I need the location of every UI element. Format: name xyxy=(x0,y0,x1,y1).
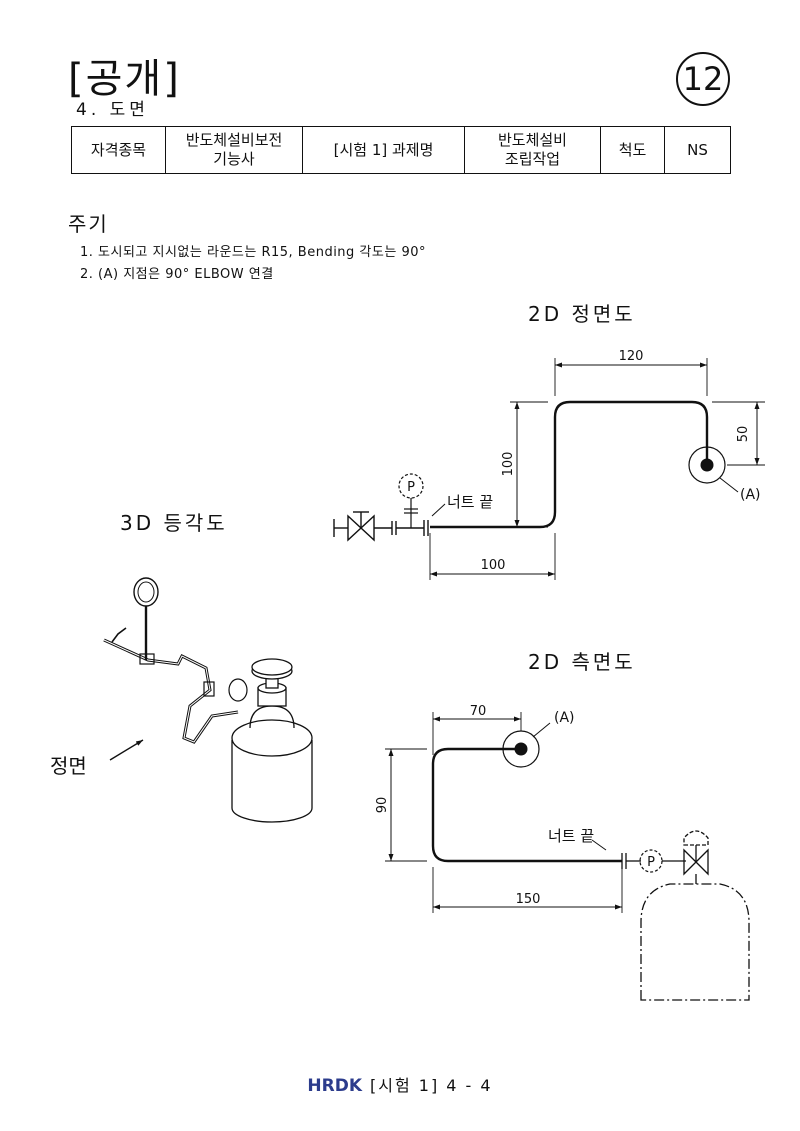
front-elbow-dot xyxy=(700,458,714,472)
side-nut-label: 너트 끝 xyxy=(548,827,594,845)
side-dim-left-label: 90 xyxy=(375,797,390,814)
info-cell-task-label: [시험 1] 과제명 xyxy=(302,126,465,174)
side-gauge-label: P xyxy=(647,855,655,870)
front-gauge-label: P xyxy=(407,480,415,495)
footer: HRDK [시험 1] 4 - 4 xyxy=(0,1072,800,1096)
section-heading: 4. 도면 xyxy=(76,100,149,120)
side-pipe xyxy=(431,747,622,863)
side-pressure-gauge-icon xyxy=(639,849,686,873)
document-title: [공개] xyxy=(68,56,181,102)
info-table-row: 자격종목 반도체설비보전 기능사 [시험 1] 과제명 반도체설비 조립작업 척… xyxy=(71,126,731,174)
side-leader-nut xyxy=(591,839,607,851)
front-dim-left-label: 100 xyxy=(501,452,516,477)
side-dim-bottom-label: 150 xyxy=(516,892,541,907)
side-view xyxy=(385,712,750,1001)
iso-valve-handle-icon xyxy=(111,627,127,643)
front-elbow-ring xyxy=(688,446,726,484)
front-dim-right-label: 50 xyxy=(736,426,751,443)
info-cell-qualification-label: 자격종목 xyxy=(71,126,166,174)
front-dim-bottom-label: 100 xyxy=(481,558,506,573)
front-pressure-gauge-icon xyxy=(398,473,424,528)
sheet-number-badge: 12 xyxy=(676,52,730,106)
iso-view xyxy=(103,577,313,823)
info-cell-qualification-value: 반도체설비보전 기능사 xyxy=(165,126,303,174)
front-valve-icon xyxy=(333,511,429,542)
side-dim-top-label: 70 xyxy=(470,704,487,719)
iso-view-title: 3D 등각도 xyxy=(120,511,228,535)
front-dim-top-label: 120 xyxy=(619,349,644,364)
iso-direction-label: 정면 xyxy=(50,754,87,778)
info-cell-scale-label: 척도 xyxy=(600,126,665,174)
side-tank-outline xyxy=(640,883,750,1001)
info-table: 자격종목 반도체설비보전 기능사 [시험 1] 과제명 반도체설비 조립작업 척… xyxy=(71,126,731,174)
front-nut-label: 너트 끝 xyxy=(447,493,493,511)
hrdk-logo: HRDK xyxy=(307,1076,362,1096)
info-cell-task-value: 반도체설비 조립작업 xyxy=(464,126,601,174)
front-point-a-label: (A) xyxy=(740,487,761,503)
front-view-title: 2D 정면도 xyxy=(528,302,636,326)
front-pipe xyxy=(430,400,709,529)
front-leader-nut xyxy=(431,503,446,517)
side-point-a-label: (A) xyxy=(554,710,575,726)
side-valve-icon xyxy=(683,830,709,876)
info-cell-scale-value: NS xyxy=(664,126,731,174)
iso-pressure-gauge-icon xyxy=(133,577,159,607)
notes-title: 주기 xyxy=(68,212,109,236)
front-leader-a xyxy=(719,477,739,493)
iso-tank xyxy=(231,658,313,823)
note-item: 2. (A) 지점은 90° ELBOW 연결 xyxy=(80,267,274,282)
side-elbow-dot xyxy=(514,742,528,756)
side-fitting-icon xyxy=(621,853,641,869)
footer-page-text: [시험 1] 4 - 4 xyxy=(370,1076,493,1095)
iso-pipe xyxy=(103,638,239,744)
front-view xyxy=(333,358,765,580)
note-item: 1. 도시되고 지시없는 라운드는 R15, Bending 각도는 90° xyxy=(80,245,426,260)
front-direction-arrow xyxy=(109,739,144,761)
side-leader-a xyxy=(532,722,551,738)
iso-tank-gauge-icon xyxy=(228,678,248,702)
side-view-title: 2D 측면도 xyxy=(528,650,636,674)
